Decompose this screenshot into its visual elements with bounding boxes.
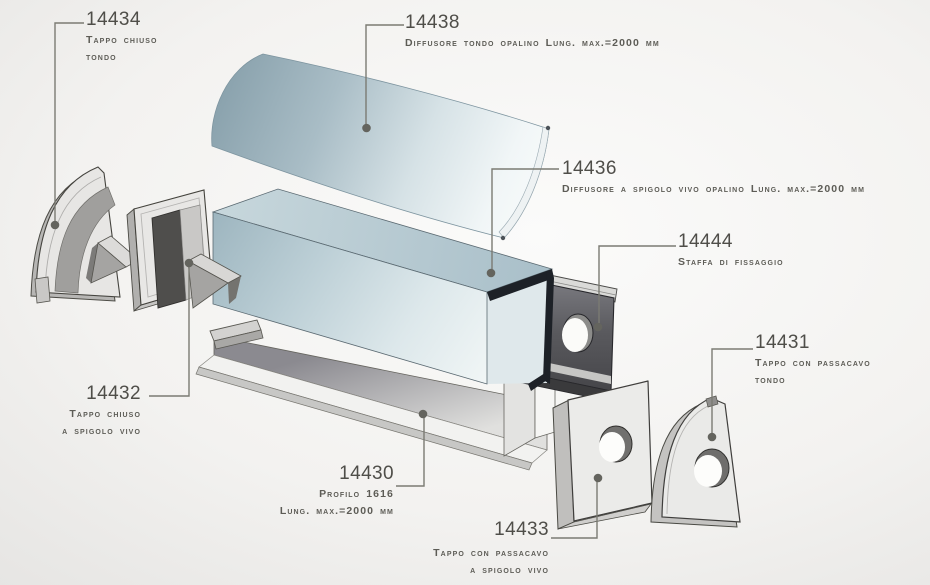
label-14430: 14430 Profilo 1616 Lung. max.=2000 mm — [280, 463, 394, 520]
profile-front-lip — [195, 366, 533, 471]
round-cable-cap-hole — [694, 455, 722, 487]
wedge1-face — [90, 242, 127, 284]
round-diffuser-hook-top — [545, 125, 551, 131]
leader-line-14438 — [365, 24, 404, 124]
label-14431: 14431 Tappo con passacavo tondo — [755, 332, 871, 389]
round-diffuser-hook-bottom — [500, 235, 506, 241]
wedge1-side — [86, 243, 98, 283]
part-code: 14444 — [678, 231, 733, 252]
label-14438: 14438 Diffusore tondo opalino Lung. max.… — [405, 12, 660, 52]
leader-line-14436 — [491, 168, 559, 269]
label-14444: 14444 Staffa di fissaggio — [678, 231, 784, 271]
leader-line-14430 — [396, 418, 425, 487]
part-description-line: Diffusore a spigolo vivo opalino Lung. m… — [562, 183, 866, 195]
wedge2-face — [187, 260, 229, 309]
leader-dot-14433 — [593, 473, 603, 483]
part-description-line: Staffa di fissaggio — [678, 256, 784, 268]
part-code: 14436 — [562, 158, 617, 179]
part-code: 14433 — [494, 519, 549, 540]
leader-dot-14434 — [50, 220, 60, 230]
diffuser-end-cavity — [487, 269, 552, 384]
part-description-line: Diffusore tondo opalino Lung. max.=2000 … — [405, 37, 660, 49]
part-description-line: Tappo chiuso — [86, 34, 158, 46]
leader-line-14432 — [149, 267, 190, 397]
part-round-cap-closed — [30, 166, 121, 304]
profile-left-flange-edge — [213, 329, 264, 350]
leader-dot-14438 — [362, 123, 371, 133]
diffuser-channel-top — [487, 269, 554, 301]
leader-dot-14431 — [707, 432, 717, 442]
part-square-cap-cable — [552, 380, 653, 530]
leader-dots — [50, 123, 717, 483]
part-round-cap-cable — [650, 395, 741, 528]
part-code: 14434 — [86, 9, 141, 30]
part-square-edge-diffuser — [211, 188, 554, 391]
leader-dot-14432 — [184, 258, 194, 268]
square-cable-cap-thickness-bottom — [557, 503, 652, 530]
part-description-line: Tappo con passacavo — [433, 547, 549, 559]
round-cap-band — [54, 186, 116, 294]
leader-line-14444 — [598, 245, 676, 323]
part-wedge-clip-1 — [86, 235, 140, 284]
label-14434: 14434 Tappo chiuso tondo — [86, 9, 158, 66]
label-14436: 14436 Diffusore a spigolo vivo opalino L… — [562, 158, 865, 198]
bracket-hole — [562, 318, 588, 352]
part-code: 14431 — [755, 332, 810, 353]
part-code: 14430 — [339, 463, 394, 484]
round-cap-rim-line — [44, 176, 102, 292]
leader-dot-14436 — [486, 268, 496, 278]
round-cap-foot — [34, 276, 51, 304]
label-14432: 14432 Tappo chiuso a spigolo vivo — [62, 383, 141, 440]
part-description-line: Tappo con passacavo — [755, 357, 871, 369]
part-description-line: a spigolo vivo — [470, 564, 549, 576]
square-cable-cap-hole — [599, 432, 625, 462]
part-description-line: a spigolo vivo — [62, 425, 141, 437]
part-wedge-clip-2 — [187, 253, 242, 309]
diffuser-channel-side — [543, 272, 554, 384]
leader-dot-14430 — [418, 409, 428, 419]
leader-line-14431 — [711, 348, 753, 433]
leader-dot-14444 — [593, 322, 603, 332]
leader-line-14433 — [551, 482, 598, 539]
part-description-line: Lung. max.=2000 mm — [279, 505, 394, 517]
wedge2-side — [228, 276, 241, 304]
part-round-diffuser — [211, 53, 551, 241]
part-code: 14438 — [405, 12, 460, 33]
part-description-line: tondo — [755, 374, 786, 386]
leader-line-14434 — [54, 22, 84, 221]
part-code: 14432 — [86, 383, 141, 404]
diffuser-channel-hook — [528, 373, 550, 391]
part-description-line: tondo — [86, 51, 117, 63]
leader-lines — [54, 22, 753, 539]
part-description-line: Profilo 1616 — [319, 488, 394, 500]
label-14433: 14433 Tappo con passacavo a spigolo vivo — [433, 519, 549, 579]
part-description-line: Tappo chiuso — [69, 408, 141, 420]
round-cable-cap-rim-line — [666, 405, 709, 515]
